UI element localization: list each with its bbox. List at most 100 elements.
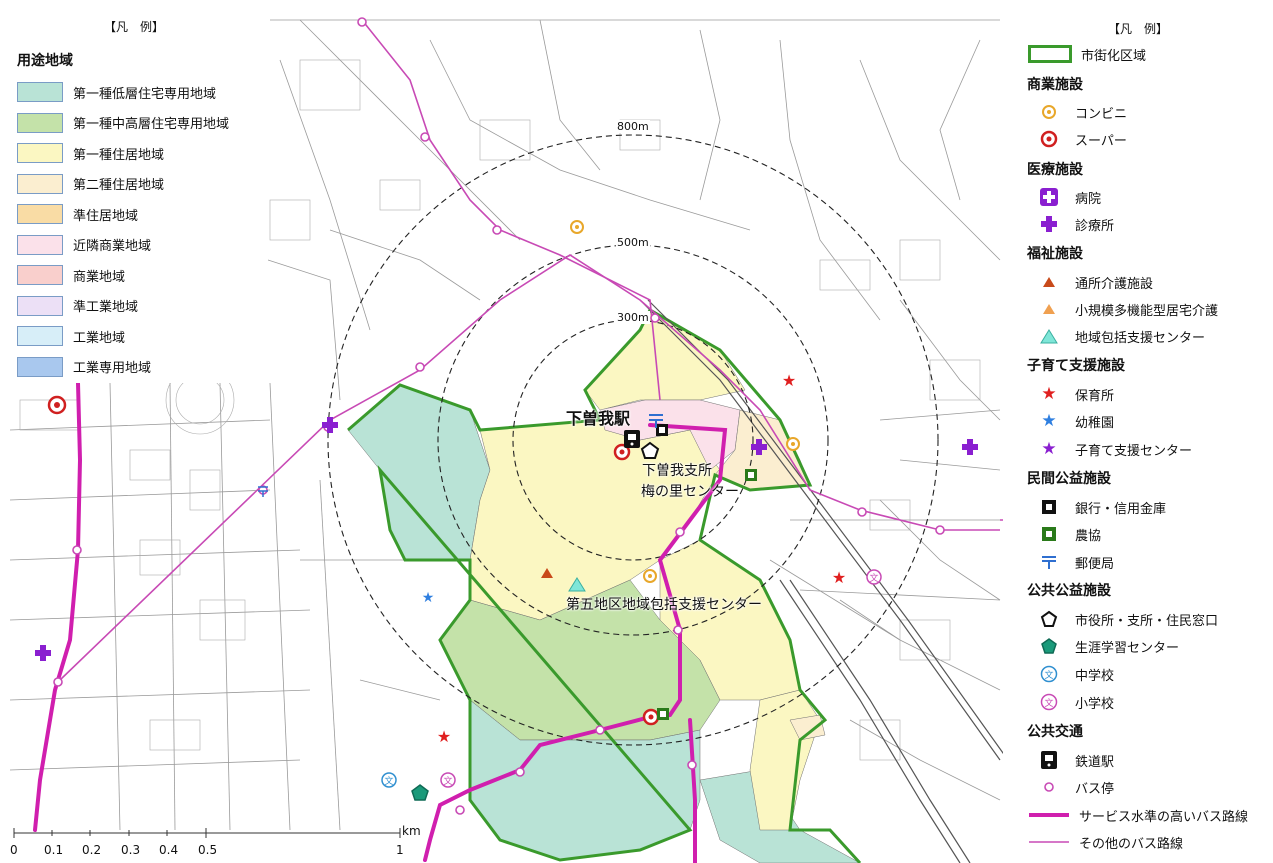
- legend-elementary: 文 小学校: [1031, 690, 1114, 714]
- scale-tick-0.4: 0.4: [159, 843, 179, 857]
- legend-hospital: 病院: [1031, 185, 1101, 209]
- ring-800m: [327, 134, 939, 746]
- legend-childcare-center: ★ 子育て支援センター: [1041, 439, 1193, 459]
- star-icon: ★: [1041, 411, 1057, 431]
- support-center-icon: [568, 577, 586, 592]
- zone-label: 第二種住居地域: [73, 178, 165, 193]
- legend-urban-area: 市街化区域: [1027, 42, 1146, 66]
- legend-commercial-title: 商業施設: [1027, 77, 1083, 93]
- legend-junior-high: 文 中学校: [1031, 662, 1114, 686]
- scale-tick-0.1: 0.1: [44, 843, 64, 857]
- high-bus-route-south: [688, 718, 697, 863]
- ring-label-300m: 300m: [616, 311, 650, 324]
- nursery-icon: ★: [437, 727, 451, 746]
- legend-kindergarten: ★ 幼稚園: [1041, 411, 1115, 431]
- scale-tick-0: 0: [10, 843, 18, 857]
- legend-nursery: ★ 保育所: [1041, 384, 1115, 404]
- convenience-icon: [643, 569, 657, 583]
- zoning-legend-row: 準工業地域: [17, 295, 138, 317]
- zone-residential-2-small: [789, 714, 826, 741]
- ring-label-500m: 500m: [616, 236, 650, 249]
- scale-unit: km: [402, 824, 421, 838]
- facility-legend: 【凡 例】 市街化区域 商業施設 コンビニ スーパー 医療施設 病院 診療所 福…: [1003, 0, 1273, 863]
- legend-other-route: その他のバス路線: [1029, 836, 1184, 852]
- ring-label-800m: 800m: [616, 120, 650, 133]
- legend-supermarket: スーパー: [1031, 127, 1127, 151]
- supermarket-icon: [642, 708, 660, 726]
- zone-color-swatch: [17, 173, 63, 194]
- base-map-parcels: [19, 59, 981, 761]
- legend-post-office: 郵便局: [1042, 556, 1115, 572]
- urban-area-boundary: [347, 307, 862, 863]
- zone-label: 第一種住居地域: [73, 147, 165, 163]
- station-icon: [624, 430, 640, 448]
- high-bus-route-west: [33, 381, 83, 832]
- ring-500m: [437, 244, 829, 636]
- zone-label: 商業地域: [73, 269, 126, 285]
- other-bus-route-nw-se: [59, 254, 1000, 681]
- supermarket-icon: [47, 395, 67, 415]
- clinic-icon: [751, 439, 767, 455]
- star-icon: ★: [1041, 439, 1057, 459]
- branch-office-label-line1: 下曽我支所: [642, 463, 712, 479]
- learning-center-icon: [411, 784, 429, 801]
- zone-label: 工業地域: [73, 330, 126, 346]
- support-center-label: 第五地区地域包括支援センター: [566, 597, 762, 613]
- station-name-label: 下曽我駅: [566, 409, 631, 428]
- legend-childcare-title: 子育て支援施設: [1027, 358, 1125, 374]
- zoning-legend-row: 工業地域: [17, 325, 125, 347]
- zone-color-swatch: [17, 265, 63, 285]
- left-legend-header: 【凡 例】: [103, 20, 164, 34]
- post-office-icon: [649, 414, 663, 428]
- zone-label: 準工業地域: [73, 300, 139, 315]
- zone-label: 近隣商業地域: [73, 239, 152, 254]
- zone-color-swatch: [17, 234, 63, 255]
- zone-color-swatch: [17, 143, 63, 163]
- convenience-icon: [570, 220, 584, 234]
- zone-color-swatch: [17, 204, 63, 224]
- legend-medical-title: 医療施設: [1027, 162, 1083, 178]
- clinic-icon: [35, 645, 51, 661]
- legend-public-title: 公共公益施設: [1027, 583, 1111, 599]
- zone-color-swatch: [17, 82, 63, 102]
- legend-learning-center: 生涯学習センター: [1031, 634, 1179, 658]
- junior-high-icon: 文: [381, 772, 397, 788]
- zone-color-swatch: [17, 326, 63, 346]
- legend-bank: 銀行・信用金庫: [1031, 495, 1166, 519]
- zoning-legend-row: 第一種住居地域: [17, 142, 164, 164]
- legend-city-office: 市役所・支所・住民窓口: [1031, 607, 1218, 631]
- legend-support-center: 地域包括支援センター: [1031, 324, 1205, 348]
- supermarket-icon: [613, 443, 631, 461]
- nursery-icon: ★: [782, 371, 796, 390]
- legend-clinic: 診療所: [1031, 212, 1114, 236]
- zoning-legend-title: 用途地域: [17, 53, 73, 69]
- other-bus-route-north: [361, 19, 661, 401]
- svg-text:文: 文: [1044, 697, 1053, 709]
- legend-private-public-title: 民間公益施設: [1027, 471, 1111, 487]
- convenience-icon: [786, 437, 800, 451]
- kindergarten-icon: ★: [422, 590, 435, 606]
- day-care-icon: [541, 568, 553, 578]
- clinic-icon: [322, 417, 338, 433]
- zoning-legend-row: 第一種中高層住宅専用地域: [17, 112, 229, 134]
- elementary-icon: 文: [440, 772, 456, 788]
- zoning-legend-row: 第一種低層住宅専用地域: [17, 81, 216, 103]
- zoning-legend-row: 第二種住居地域: [17, 173, 164, 195]
- right-legend-header: 【凡 例】: [1107, 22, 1168, 36]
- scale-tick-0.2: 0.2: [82, 843, 102, 857]
- legend-small-multi: 小規模多機能型居宅介護: [1031, 297, 1218, 321]
- zone-label: 準住居地域: [73, 208, 139, 224]
- scale-tick-0.5: 0.5: [198, 843, 218, 857]
- zone-label: 第一種中高層住宅専用地域: [73, 117, 230, 132]
- legend-welfare-title: 福祉施設: [1027, 246, 1083, 262]
- agri-coop-icon: [745, 469, 757, 481]
- bus-stops: [53, 17, 945, 815]
- legend-transport-title: 公共交通: [1027, 724, 1083, 740]
- zoning-legend-row: 商業地域: [17, 264, 125, 286]
- zoning-legend-row: 準住居地域: [17, 203, 138, 225]
- legend-convenience: コンビニ: [1031, 100, 1127, 124]
- scale-tick-0.3: 0.3: [121, 843, 141, 857]
- zoning-legend-row: 工業専用地域: [17, 356, 151, 378]
- star-icon: ★: [1041, 384, 1057, 404]
- agri-coop-icon: [657, 708, 669, 720]
